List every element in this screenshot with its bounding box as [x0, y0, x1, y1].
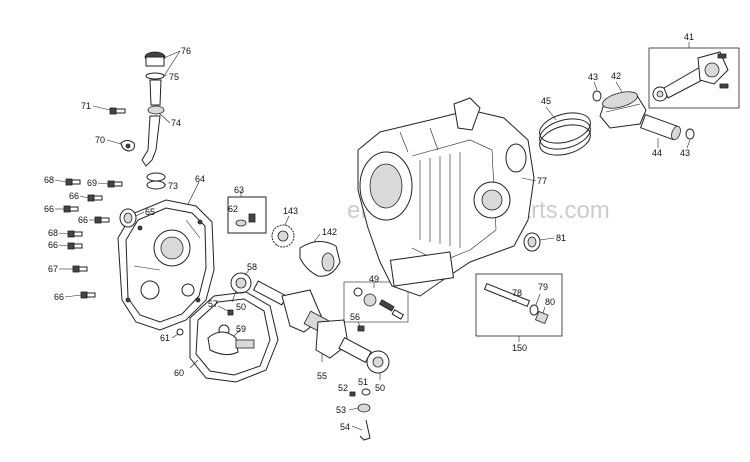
callout-73: 73 [168, 181, 178, 191]
callout-58: 58 [247, 262, 257, 272]
callout-76: 76 [181, 46, 191, 56]
callout-143: 143 [283, 206, 298, 216]
oil-seal-81 [523, 232, 541, 252]
callout-79: 79 [538, 282, 548, 292]
dipstick-assembly [141, 51, 166, 190]
rod-54 [359, 419, 371, 441]
callout-68-mid: 68 [48, 228, 58, 238]
bearing-58 [230, 272, 252, 294]
clip-70 [120, 140, 135, 152]
callout-78: 78 [512, 288, 522, 298]
callout-68-top: 68 [44, 175, 54, 185]
callout-43-bottom: 43 [680, 148, 690, 158]
callout-57: 57 [208, 299, 218, 309]
callout-64: 64 [195, 174, 205, 184]
governor-142 [299, 241, 341, 277]
callout-66-d: 66 [48, 240, 58, 250]
callout-70: 70 [95, 135, 105, 145]
callout-62: 62 [228, 204, 238, 214]
oil-seal-65 [119, 208, 137, 228]
callout-45: 45 [541, 96, 551, 106]
callout-67: 67 [48, 264, 58, 274]
callout-80: 80 [545, 297, 555, 307]
callout-51: 51 [358, 377, 368, 387]
callout-50-top: 50 [236, 302, 246, 312]
callout-41: 41 [684, 32, 694, 42]
group-49 [343, 281, 409, 323]
piston-42 [599, 91, 647, 129]
bolt-71 [109, 107, 126, 115]
callout-69: 69 [87, 178, 97, 188]
engine-block-77 [357, 97, 535, 297]
callout-60: 60 [174, 368, 184, 378]
group-63 [227, 191, 267, 234]
clip-43-top [592, 90, 602, 102]
callout-66-a: 66 [69, 191, 79, 201]
callout-77: 77 [537, 176, 547, 186]
callout-81: 81 [556, 233, 566, 243]
callout-65: 65 [145, 207, 155, 217]
pin-61 [176, 328, 184, 336]
nut-53 [357, 403, 371, 413]
callout-56: 56 [350, 312, 360, 322]
callout-66-b: 66 [44, 204, 54, 214]
callout-44: 44 [652, 148, 662, 158]
callout-66-e: 66 [54, 292, 64, 302]
callout-55: 55 [317, 371, 327, 381]
callout-63: 63 [234, 185, 244, 195]
callout-42: 42 [611, 71, 621, 81]
pin-52 [349, 391, 356, 397]
crankcase-cover [117, 199, 215, 331]
callout-74: 74 [171, 118, 181, 128]
governor-gear-143 [271, 224, 295, 248]
callout-59: 59 [236, 324, 246, 334]
callout-150: 150 [512, 343, 527, 353]
crankshaft-55 [252, 280, 372, 364]
piston-rings-45 [539, 112, 591, 156]
callout-53: 53 [336, 405, 346, 415]
callout-50-bottom: 50 [375, 383, 385, 393]
cam-59 [207, 331, 255, 356]
callout-54: 54 [340, 422, 350, 432]
callout-75: 75 [169, 72, 179, 82]
callout-142: 142 [322, 227, 337, 237]
callout-66-c: 66 [78, 215, 88, 225]
washer-51 [361, 388, 371, 396]
piston-pin-44 [639, 113, 681, 141]
callout-43-top: 43 [588, 72, 598, 82]
cover-bolts [63, 178, 123, 299]
bearing-50 [366, 350, 390, 374]
clip-43-bottom [685, 128, 695, 140]
callout-52: 52 [338, 383, 348, 393]
callout-61: 61 [160, 333, 170, 343]
key-56 [357, 325, 365, 332]
callout-49: 49 [369, 274, 379, 284]
group-150 [475, 273, 563, 342]
callout-71: 71 [81, 101, 91, 111]
pin-57 [227, 309, 234, 316]
connecting-rod-41 [648, 42, 740, 109]
